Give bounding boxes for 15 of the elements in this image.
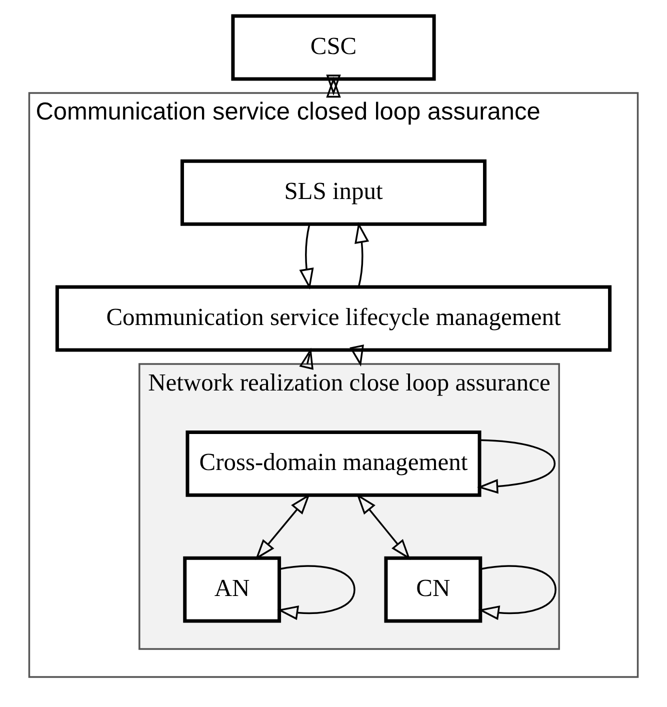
node-box: CSC xyxy=(231,14,436,81)
node-box: SLS input xyxy=(180,159,487,226)
arrow xyxy=(299,224,314,290)
arrow xyxy=(326,74,341,98)
node-box: CN xyxy=(384,556,482,623)
arrow xyxy=(356,494,410,560)
node-box: Cross-domain management xyxy=(186,430,482,497)
arrow xyxy=(478,565,556,620)
arrow xyxy=(277,565,356,620)
node-box: AN xyxy=(183,556,282,623)
arrow xyxy=(350,344,364,367)
arrow xyxy=(255,494,310,560)
arrow xyxy=(354,222,370,288)
arrow xyxy=(477,439,556,494)
arrow xyxy=(299,348,314,370)
